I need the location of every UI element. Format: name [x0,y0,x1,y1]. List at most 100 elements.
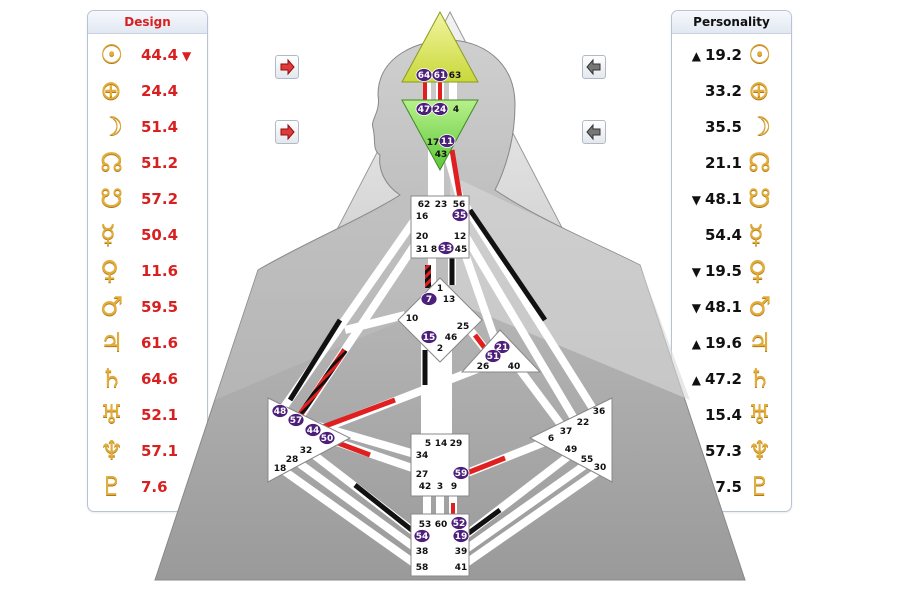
gate-21[interactable]: 21 [493,340,511,354]
gate-43[interactable]: 43 [435,150,448,160]
gate-15[interactable]: 15 [420,330,438,344]
gate-1[interactable]: 1 [437,284,443,294]
gate-54[interactable]: 54 [413,529,431,543]
gate-60[interactable]: 60 [435,520,448,530]
gate-12[interactable]: 12 [454,232,467,242]
gate-38[interactable]: 38 [416,547,429,557]
gate-39[interactable]: 39 [455,547,468,557]
gate-49[interactable]: 49 [565,445,578,455]
planet-row[interactable]: ♅52.1 [88,397,207,433]
gate-33[interactable]: 33 [437,241,455,255]
gate-20[interactable]: 20 [416,232,429,242]
planet-row[interactable]: ☉▲19.2 [672,37,791,73]
planet-row[interactable]: ☽35.5 [672,109,791,145]
gate-30[interactable]: 30 [594,463,607,473]
gate-27[interactable]: 27 [416,470,429,480]
planet-row[interactable]: ♂59.5 [88,289,207,325]
gate-11[interactable]: 11 [438,134,456,148]
gate-57[interactable]: 57 [287,413,305,427]
gate-6[interactable]: 6 [548,434,554,444]
gate-28[interactable]: 28 [286,455,299,465]
channel-40-37 [516,367,569,433]
gate-53[interactable]: 53 [419,520,432,530]
gate-19[interactable]: 19 [452,529,470,543]
gate-9[interactable]: 9 [451,482,457,492]
gate-29[interactable]: 29 [450,439,463,449]
planet-row[interactable]: ♆57.1 [88,433,207,469]
planet-row[interactable]: ☊51.2 [88,145,207,181]
planet-row[interactable]: ♂▼48.1 [672,289,791,325]
gate-number: 52 [453,519,466,529]
gate-10[interactable]: 10 [406,314,419,324]
planet-row[interactable]: ♃61.6 [88,325,207,361]
gate-8[interactable]: 8 [431,245,437,255]
gate-48[interactable]: 48 [271,404,289,418]
gate-64[interactable]: 64 [415,68,433,82]
gate-13[interactable]: 13 [443,295,456,305]
gate-50[interactable]: 50 [318,431,336,445]
gate-14[interactable]: 14 [435,439,448,449]
gate-line-value: 51.2 [141,145,178,181]
planet-row[interactable]: ⊕24.4 [88,73,207,109]
planet-row[interactable]: ☋57.2 [88,181,207,217]
gate-17[interactable]: 17 [427,138,440,148]
planet-row[interactable]: ♀▼19.5 [672,253,791,289]
planet-row[interactable]: ☽51.4 [88,109,207,145]
planet-row[interactable]: ☊21.1 [672,145,791,181]
gate-44[interactable]: 44 [304,423,322,437]
design-next-button-2[interactable] [275,120,299,144]
gate-26[interactable]: 26 [477,362,490,372]
gate-63[interactable]: 63 [449,71,462,81]
gate-32[interactable]: 32 [300,446,313,456]
gate-22[interactable]: 22 [577,418,590,428]
planet-row[interactable]: ♆57.3 [672,433,791,469]
planet-row[interactable]: ☉44.4▼ [88,37,207,73]
design-next-button[interactable] [275,55,299,79]
gate-55[interactable]: 55 [581,455,594,465]
planet-row[interactable]: ☋▼48.1 [672,181,791,217]
gate-2[interactable]: 2 [437,344,443,354]
gate-line-value: 50.4 [141,217,178,253]
planet-row[interactable]: ♅15.4 [672,397,791,433]
gate-3[interactable]: 3 [437,482,443,492]
planet-row[interactable]: ☿50.4 [88,217,207,253]
gate-61[interactable]: 61 [431,68,449,82]
planet-row[interactable]: ♄64.6 [88,361,207,397]
gate-23[interactable]: 23 [435,200,448,210]
gate-18[interactable]: 18 [274,464,287,474]
gate-36[interactable]: 36 [593,407,606,417]
gate-62[interactable]: 62 [418,200,431,210]
planet-row[interactable]: ♀11.6 [88,253,207,289]
gate-41[interactable]: 41 [455,563,468,573]
gate-37[interactable]: 37 [560,427,573,437]
planet-row[interactable]: ⊕33.2 [672,73,791,109]
gate-4[interactable]: 4 [453,105,459,115]
planet-row[interactable]: ♇7.6 [88,469,207,505]
planet-row[interactable]: ♄▲47.2 [672,361,791,397]
gate-47[interactable]: 47 [415,102,433,116]
gate-active-marker [318,431,336,445]
gate-58[interactable]: 58 [416,563,429,573]
gate-25[interactable]: 25 [457,322,470,332]
gate-56[interactable]: 56 [453,200,466,210]
gate-24[interactable]: 24 [431,102,449,116]
gate-40[interactable]: 40 [508,362,521,372]
personality-prev-button-2[interactable] [582,120,606,144]
gate-59[interactable]: 59 [452,466,470,480]
gate-35[interactable]: 35 [451,208,469,222]
gate-46[interactable]: 46 [445,333,458,343]
gate-31[interactable]: 31 [416,245,429,255]
planet-row[interactable]: ♇7.5 [672,469,791,505]
gate-number: 18 [274,464,287,474]
gate-34[interactable]: 34 [416,451,429,461]
planet-row[interactable]: ♃▲19.6 [672,325,791,361]
gate-7[interactable]: 7 [420,292,438,306]
personality-prev-button[interactable] [582,55,606,79]
gate-5[interactable]: 5 [425,439,431,449]
planet-row[interactable]: ☿54.4 [672,217,791,253]
gate-51[interactable]: 51 [484,349,502,363]
gate-42[interactable]: 42 [419,482,432,492]
gate-45[interactable]: 45 [455,245,468,255]
gate-16[interactable]: 16 [416,212,429,222]
gate-52[interactable]: 52 [450,516,468,530]
